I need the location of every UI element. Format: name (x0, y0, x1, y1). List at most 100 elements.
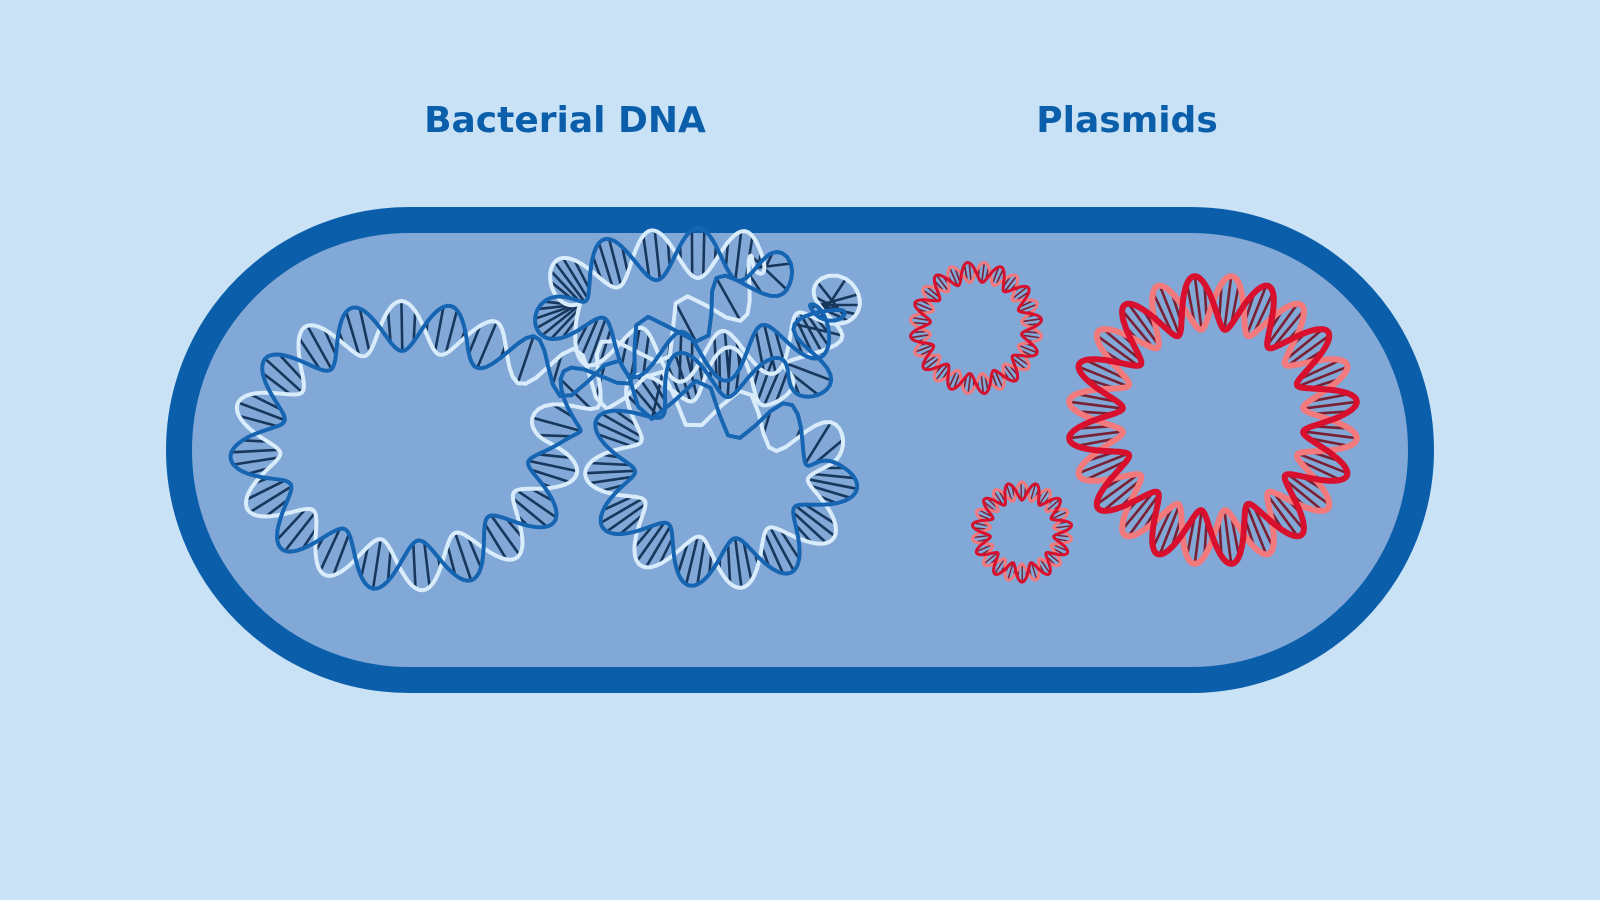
base-pair-rung (588, 475, 634, 485)
base-pair-rung (768, 526, 796, 573)
base-pair-rung (756, 356, 775, 403)
base-pair-rung (749, 254, 789, 292)
base-pair-rung (1030, 562, 1038, 581)
plasmid-icon-1-dark-strand (909, 261, 1043, 395)
base-pair-rung (515, 488, 558, 519)
base-pair-rung (318, 527, 342, 573)
base-pair-rung (798, 311, 825, 357)
base-pair-rung (1302, 400, 1359, 410)
base-pair-rung (1151, 291, 1174, 336)
base-pair-rung (549, 308, 580, 341)
base-pair-rung (1095, 334, 1140, 368)
base-pair-rung (551, 353, 563, 386)
base-pair-rung (583, 469, 637, 475)
base-pair-rung (784, 361, 833, 382)
base-pair-rung (1296, 365, 1349, 388)
cell-body-icon (166, 207, 1434, 693)
base-pair-rung (1003, 275, 1018, 293)
base-pair-rung (804, 420, 833, 465)
base-pair-rung (248, 485, 293, 514)
bacterial-dna-helix-light-strand (234, 228, 862, 593)
base-pair-rung (726, 542, 732, 585)
base-pair-rung (934, 363, 949, 382)
base-pair-rung (573, 258, 591, 291)
base-pair-rung (1158, 284, 1181, 337)
base-pair-rung (696, 538, 706, 586)
base-pair-rung (386, 309, 392, 344)
base-pair-rung (536, 433, 574, 438)
base-pair-rung (1127, 493, 1160, 538)
base-pair-rung (1151, 504, 1174, 549)
base-pair-rung (1302, 430, 1359, 440)
base-pair-rung (1297, 358, 1342, 381)
base-pair-rung (779, 528, 801, 561)
base-pair-rung (599, 497, 644, 525)
base-pair-rung (422, 541, 431, 589)
base-pair-rung (237, 414, 279, 428)
base-pair-rung (433, 305, 445, 353)
base-pair-rung (297, 336, 322, 371)
base-pair-rung (1127, 302, 1160, 347)
base-pair-rung (1193, 274, 1203, 332)
base-pair-rung (261, 371, 293, 396)
base-pair-rung (1193, 508, 1203, 566)
base-pair-rung (578, 317, 600, 361)
base-pair-rung (910, 321, 930, 325)
base-pair-rung (489, 514, 521, 557)
base-pair-rung (594, 420, 642, 445)
base-pair-rung (649, 376, 667, 403)
base-pair-rung (1067, 400, 1124, 410)
base-pair-rung (553, 260, 586, 304)
base-pair-rung (1007, 562, 1014, 581)
base-pair-rung (529, 487, 555, 503)
bacterial-dna-group (228, 226, 862, 593)
plasmid-icon-3-dark-strand (1066, 273, 1360, 567)
base-pair-rung (275, 507, 308, 542)
base-pair-rung (1011, 286, 1028, 300)
base-pair-rung (535, 302, 581, 330)
base-pair-rung (412, 309, 417, 343)
base-pair-rung (1095, 472, 1140, 506)
base-pair-rung (386, 548, 392, 583)
base-pair-rung (644, 524, 672, 569)
base-pair-rung (359, 545, 370, 579)
base-pair-rung (925, 285, 941, 299)
base-pair-rung (618, 513, 645, 536)
plasmid-icon-2-dark-strand (971, 482, 1073, 584)
base-pair-rung (975, 544, 993, 553)
base-pair-rung (953, 371, 961, 390)
base-pair-rung (561, 256, 589, 300)
base-pair-rung (968, 261, 972, 283)
base-pair-rung (601, 495, 634, 512)
base-pair-rung (1006, 484, 1013, 502)
base-pair-rung (641, 234, 651, 279)
base-pair-rung (811, 472, 856, 480)
base-pair-rung (701, 229, 706, 278)
base-pair-rung (717, 350, 722, 394)
base-pair-rung (1286, 472, 1331, 506)
base-pair-rung (991, 266, 1000, 285)
base-pair-rung (620, 245, 630, 275)
base-pair-rung (794, 504, 837, 538)
base-pair-rung (483, 522, 508, 561)
base-pair-rung (935, 274, 950, 292)
base-pair-rung (466, 535, 483, 569)
base-pair-rung (245, 479, 287, 502)
base-pair-rung (980, 373, 985, 395)
base-pair-rung (1102, 327, 1143, 362)
base-pair-rung (967, 372, 972, 395)
base-pair-rung (549, 269, 581, 303)
base-pair-rung (794, 523, 814, 545)
bacterial-dna-helix-dark-strand (228, 226, 860, 591)
base-pair-rung (1011, 357, 1027, 371)
base-pair-rung (249, 392, 283, 411)
base-pair-rung (1266, 302, 1299, 347)
base-pair-rung (1223, 508, 1233, 566)
base-pair-rung (531, 416, 582, 433)
base-pair-rung (358, 307, 371, 354)
base-pair-rung (230, 448, 281, 454)
base-pair-rung (914, 302, 935, 312)
base-pair-rung (278, 353, 305, 382)
base-pair-rung (1020, 317, 1043, 323)
